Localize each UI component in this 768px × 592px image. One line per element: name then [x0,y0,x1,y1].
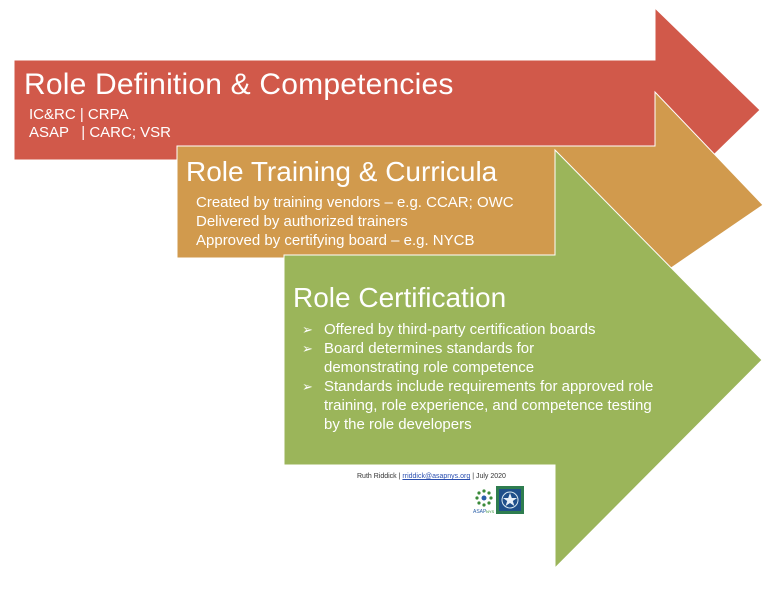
definition-title: Role Definition & Competencies [24,68,454,101]
seal-logo [496,486,524,514]
training-title: Role Training & Curricula [186,156,498,187]
certification-item: Offered by third-party certification boa… [324,321,596,338]
arrow-bullet-icon: ➢ [302,379,313,394]
certification-item: Standards include requirements for appro… [324,378,654,433]
training-line: Delivered by authorized trainers [196,213,408,230]
arrow-bullet-icon: ➢ [302,322,313,337]
certification-title: Role Certification [293,282,507,313]
definition-line: IC&RC | CRPA [29,106,129,123]
footer-author: Ruth Riddick [357,473,397,480]
definition-lines: IC&RC | CRPA ASAP | CARC; VSR [29,106,171,142]
certification-list: ➢ Offered by third-party certification b… [302,320,664,434]
certification-item: Board determines standards for demonstra… [324,340,535,376]
list-item: ➢ Standards include requirements for app… [302,377,664,434]
list-item: ➢ Board determines standards for demonst… [302,339,574,377]
arrow-bullet-icon: ➢ [302,341,313,356]
footer-email-link[interactable]: rriddick@asapnys.org [402,473,471,480]
asap-logo-text: ASAP [473,509,487,515]
asap-logo: ASAP NYS [473,489,495,515]
definition-line: ASAP | CARC; VSR [29,124,171,141]
training-lines: Created by training vendors – e.g. CCAR;… [196,193,514,250]
training-line: Created by training vendors – e.g. CCAR;… [196,194,514,211]
footer-separator: | [398,473,401,480]
asap-logo-suffix: NYS [486,509,495,514]
footer-separator: | [472,473,475,480]
list-item: ➢ Offered by third-party certification b… [302,320,664,339]
training-line: Approved by certifying board – e.g. NYCB [196,232,475,249]
footer-credit: Ruth Riddick | rriddick@asapnys.org | Ju… [357,473,506,480]
arrow-certification [283,148,763,570]
footer-date: July 2020 [475,473,506,480]
